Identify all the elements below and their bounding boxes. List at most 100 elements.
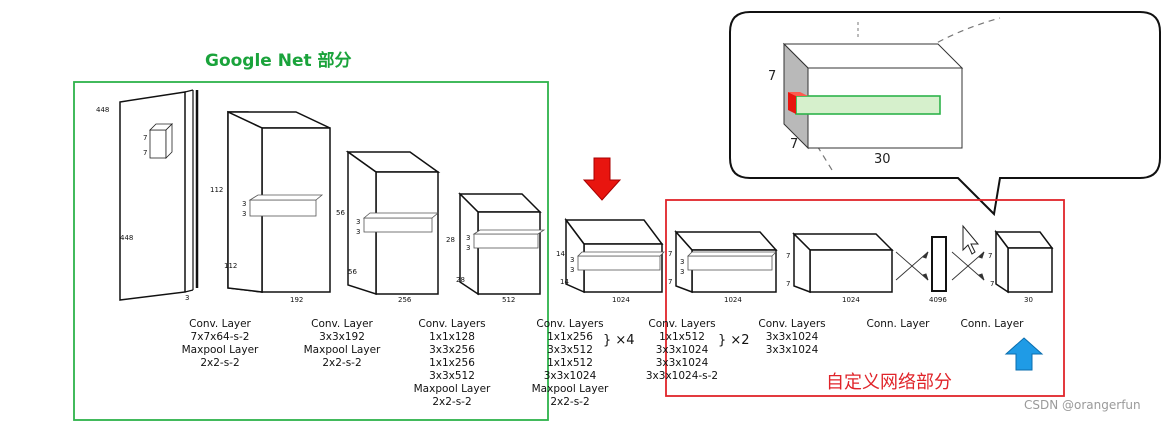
block-6-cuboid: 7 7 1024 — [786, 232, 894, 304]
block-1-caption-line: 2x2-s-2 — [200, 357, 240, 369]
block-2-caption-line: 2x2-s-2 — [322, 357, 362, 369]
input-kernel-h-label: 7 — [143, 134, 147, 142]
googlenet-region-box — [73, 81, 549, 421]
block-6-caption-line: Conv. Layers — [758, 318, 826, 330]
block-2-caption: Conv. Layer 3x3x192 Maxpool Layer 2x2-s-… — [290, 318, 394, 370]
block-1-caption-line: Conv. Layer — [189, 318, 251, 330]
callout-depth-label: 7 — [790, 137, 798, 152]
block-1-caption-line: 7x7x64-s-2 — [190, 331, 250, 343]
block-3-caption-line: 1x1x128 — [429, 331, 475, 343]
block-2-caption-line: Conv. Layer — [311, 318, 373, 330]
output-bottom-label: 30 — [1024, 296, 1033, 304]
output-side-top-label: 7 — [988, 252, 992, 260]
block-1-bottom-label: 192 — [290, 296, 303, 304]
block-5-caption-line: Conv. Layers — [648, 318, 716, 330]
block-4-side-top-label: 14 — [556, 250, 565, 258]
fc-1-caption: Conn. Layer — [846, 318, 950, 331]
block-6-caption-line: 3x3x1024 — [765, 331, 819, 343]
callout-side-label: 7 — [768, 69, 776, 84]
block-2-kernel-b: 3 — [356, 228, 360, 236]
callout-bubble: 7 7 30 — [729, 11, 1161, 217]
block-5-caption-line: 1x1x512 — [659, 331, 705, 343]
block-1-cuboid: 112 112 192 3 3 — [210, 110, 331, 304]
block-3-side-top-label: 28 — [446, 236, 455, 244]
block-2-kernel-a: 3 — [356, 218, 360, 226]
block-4-side-bottom-label: 14 — [560, 278, 569, 286]
block-6-bottom-label: 1024 — [842, 296, 860, 304]
input-width-label: 448 — [120, 234, 133, 242]
fc-2-caption-line: Conn. Layer — [960, 318, 1024, 330]
block-2-caption-line: 3x3x192 — [319, 331, 365, 343]
block-6-caption-line: 3x3x1024 — [765, 344, 819, 356]
custom-region-box — [665, 199, 1065, 397]
block-3-bottom-label: 512 — [502, 296, 515, 304]
block-3-cuboid: 28 28 512 3 3 — [446, 192, 546, 304]
fc-connection-1 — [895, 251, 929, 281]
block-3-kernel-a: 3 — [466, 234, 470, 242]
block-1-kernel-b: 3 — [242, 210, 246, 218]
block-3-caption-line: Maxpool Layer — [413, 383, 491, 395]
block-5-caption-line: 3x3x1024 — [655, 344, 709, 356]
block-4-repeat-value: ×4 — [615, 333, 635, 348]
callout-width-label: 30 — [874, 152, 891, 167]
block-3-side-bottom-label: 28 — [456, 276, 465, 284]
input-channels-label: 3 — [185, 294, 189, 302]
block-5-side-bottom-label: 7 — [668, 278, 672, 286]
block-5-kernel-a: 3 — [680, 258, 684, 266]
input-height-label: 448 — [96, 106, 109, 114]
output-side-bottom-label: 7 — [990, 280, 994, 288]
block-4-caption-line: 3x3x512 — [547, 344, 593, 356]
block-4-caption-line: 3x3x1024 — [543, 370, 597, 382]
block-6-side-bottom-label: 7 — [786, 280, 790, 288]
input-image-slab: 448 448 3 7 7 — [96, 89, 199, 302]
block-3-caption-line: Conv. Layers — [418, 318, 486, 330]
fc-2-caption: Conn. Layer — [940, 318, 1044, 331]
block-4-caption-line: Conv. Layers — [536, 318, 604, 330]
block-4-kernel-b: 3 — [570, 266, 574, 274]
fc-1-caption-line: Conn. Layer — [866, 318, 930, 330]
block-4-caption-line: 2x2-s-2 — [550, 396, 590, 408]
googlenet-region-title: Google Net 部分 — [205, 51, 352, 71]
block-3-caption-line: 3x3x256 — [429, 344, 475, 356]
fc-4096-bar: 4096 — [929, 236, 947, 304]
block-1-caption-line: Maxpool Layer — [181, 344, 259, 356]
block-2-caption-line: Maxpool Layer — [303, 344, 381, 356]
block-3-caption-line: 1x1x256 — [429, 357, 475, 369]
block-3-kernel-b: 3 — [466, 244, 470, 252]
block-3-caption: Conv. Layers 1x1x128 3x3x256 1x1x256 3x3… — [400, 318, 504, 409]
block-4-caption-line: 1x1x512 — [547, 357, 593, 369]
block-2-cuboid: 56 56 256 3 3 — [336, 150, 441, 304]
block-4-caption-line: Maxpool Layer — [531, 383, 609, 395]
block-1-side-bottom-label: 112 — [224, 262, 237, 270]
csdn-watermark: CSDN @orangerfun — [1024, 398, 1141, 412]
block-1-side-top-label: 112 — [210, 186, 223, 194]
block-5-bottom-label: 1024 — [724, 296, 742, 304]
block-5-repeat-value: ×2 — [730, 333, 750, 348]
block-5-repeat-label: } ×2 — [718, 333, 750, 348]
block-5-cuboid: 7 7 1024 3 3 — [668, 230, 778, 304]
block-5-caption-line: 3x3x1024-s-2 — [645, 370, 719, 382]
block-4-kernel-a: 3 — [570, 256, 574, 264]
blue-up-arrow-icon — [1004, 337, 1044, 371]
block-6-caption: Conv. Layers 3x3x1024 3x3x1024 — [740, 318, 844, 357]
callout-red-cell — [788, 92, 796, 114]
block-5-side-top-label: 7 — [668, 250, 672, 258]
block-1-kernel-a: 3 — [242, 200, 246, 208]
custom-region-title: 自定义网络部分 — [826, 372, 952, 393]
mouse-cursor-icon — [962, 224, 980, 255]
fc-4096-label: 4096 — [929, 296, 947, 304]
block-4-cuboid: 14 14 1024 3 3 — [556, 217, 665, 304]
input-kernel-w-label: 7 — [143, 149, 147, 157]
output-cube: 7 7 30 — [988, 229, 1054, 304]
block-4-repeat-label: } ×4 — [603, 333, 635, 348]
block-4-caption-line: 1x1x256 — [547, 331, 593, 343]
block-2-bottom-label: 256 — [398, 296, 412, 304]
fc-connection-2 — [951, 251, 985, 281]
block-5-kernel-b: 3 — [680, 268, 684, 276]
block-4-caption: Conv. Layers 1x1x256 3x3x512 1x1x512 3x3… — [518, 318, 622, 409]
block-5-caption: Conv. Layers 1x1x512 3x3x1024 3x3x1024 3… — [630, 318, 734, 383]
block-2-side-bottom-label: 56 — [348, 268, 357, 276]
block-3-caption-line: 2x2-s-2 — [432, 396, 472, 408]
